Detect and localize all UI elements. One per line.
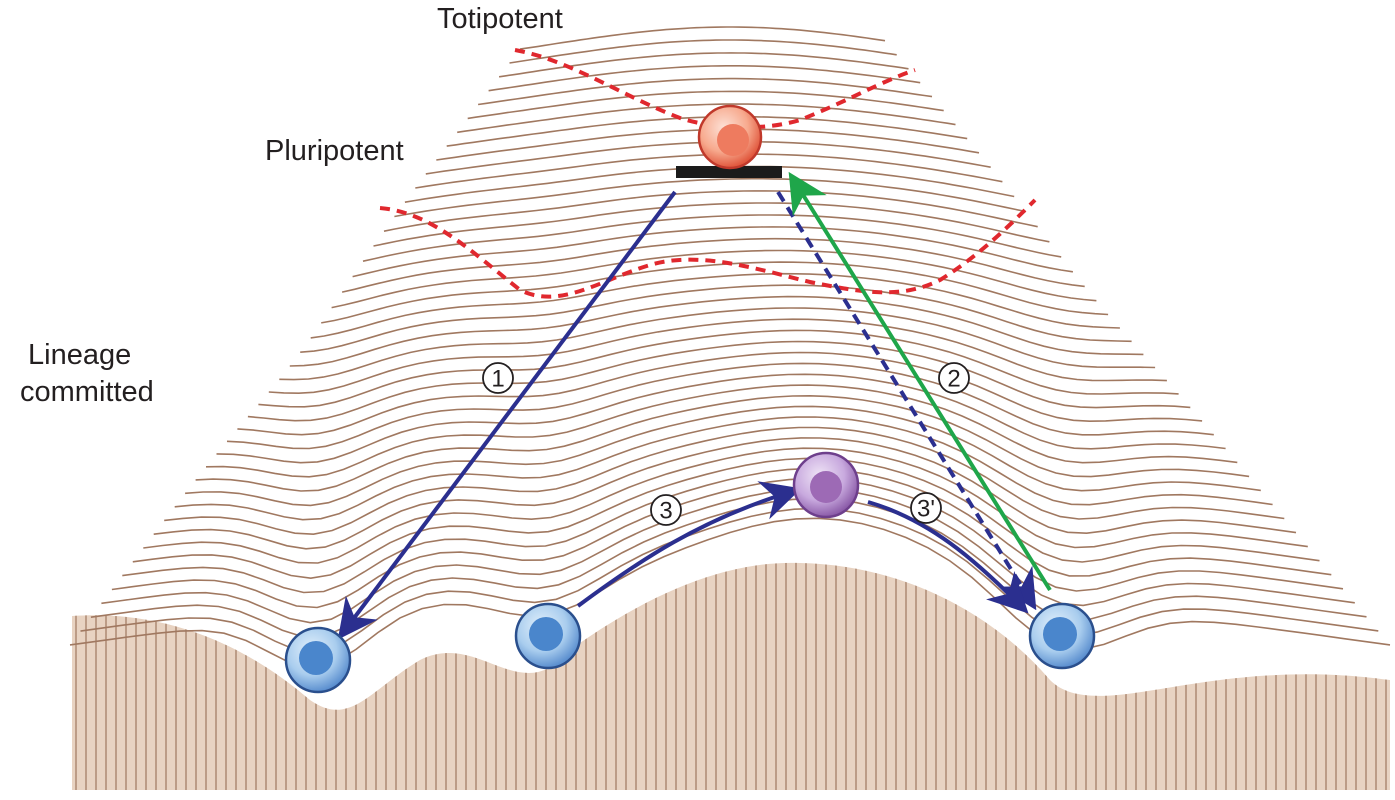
arrow-3-transdifferentiation — [576, 481, 802, 608]
contour-line — [509, 39, 897, 64]
contour-line — [237, 351, 1203, 436]
contour-line — [164, 426, 1285, 536]
committed-cell-left — [284, 626, 352, 694]
contour-line — [300, 284, 1132, 353]
totipotent-label: Totipotent — [437, 3, 563, 35]
contour-line — [467, 90, 944, 120]
contour-line — [331, 249, 1097, 309]
contour-line — [488, 65, 921, 92]
committed-cell-middle — [514, 602, 582, 670]
contour-line — [247, 340, 1191, 422]
landscape-ground — [72, 562, 1390, 790]
pluripotent-boundary — [379, 198, 1037, 299]
lineage-label-line2: committed — [20, 376, 154, 408]
contour-line — [279, 307, 1156, 381]
contour-line — [310, 272, 1120, 339]
contour-line — [352, 226, 1074, 278]
contour-line — [268, 318, 1167, 395]
step-2-label: 2 — [947, 366, 960, 393]
contour-line — [153, 437, 1297, 550]
contour-line — [457, 103, 956, 134]
contour-line — [174, 416, 1273, 521]
step-2-marker: 2 — [938, 362, 970, 394]
step-3-marker: 3 — [650, 494, 682, 526]
step-3-prime-label: 3' — [917, 496, 935, 523]
lineage-label-line1: Lineage — [28, 339, 131, 371]
contour-line — [362, 214, 1062, 262]
contour-line — [205, 384, 1238, 478]
contour-line — [477, 77, 933, 106]
contour-line — [111, 477, 1344, 609]
totipotent-cell — [697, 104, 763, 170]
arrow-2-dashed-path — [776, 190, 1037, 611]
contour-line — [216, 373, 1226, 464]
pluripotent-label: Pluripotent — [265, 135, 404, 167]
contour-line — [132, 457, 1320, 580]
contour-line — [122, 467, 1332, 594]
committed-cell-right — [1028, 602, 1096, 670]
contour-line — [185, 405, 1261, 507]
pluripotent-bar — [676, 166, 782, 178]
step-3-label: 3 — [659, 498, 672, 525]
intermediate-cell — [792, 451, 860, 519]
arrow-2-reprogramming — [788, 171, 1052, 592]
step-1-label: 1 — [491, 366, 504, 393]
contour-line — [258, 329, 1179, 408]
contour-line — [321, 261, 1109, 324]
contour-line — [289, 295, 1144, 367]
contour-line — [519, 26, 886, 50]
step-3-prime-marker: 3' — [910, 492, 942, 524]
contour-line — [341, 237, 1085, 293]
contour-line — [383, 190, 1038, 232]
contour-line — [373, 202, 1050, 247]
arrow-1-differentiation — [337, 190, 677, 640]
step-1-marker: 1 — [482, 362, 514, 394]
contour-line — [195, 394, 1250, 492]
contour-line — [394, 177, 1027, 218]
contour-line — [226, 362, 1214, 450]
arrow-3-prime — [867, 500, 1029, 614]
contour-line — [101, 487, 1355, 624]
contour-line — [143, 447, 1308, 564]
